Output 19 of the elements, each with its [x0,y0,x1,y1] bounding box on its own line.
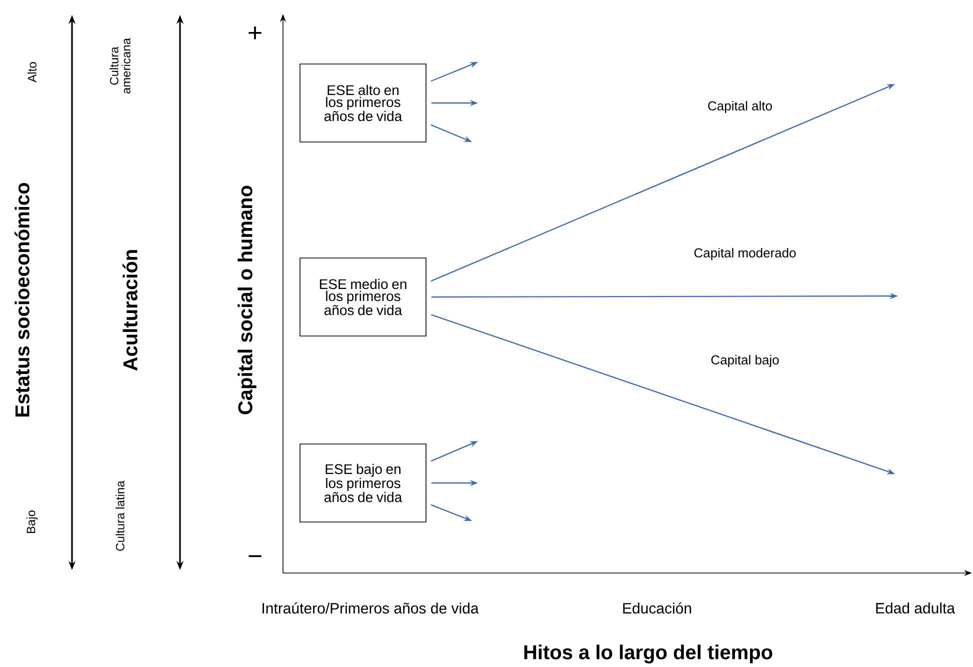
axis-end-label: − [248,555,262,558]
edge-label: Capital moderado [692,246,798,262]
text-box: ESE medio en los primeros años de vida [300,258,426,336]
axis-end-label: Bajo [26,510,38,534]
axis-title: Hitos a lo largo del tiempo [524,644,772,664]
axis-end-label: Alto [28,62,36,82]
axis-end-label: + [248,26,262,40]
axis-end-label: Cultura americana [110,38,130,94]
axis-tick-label: Edad adulta [876,602,956,614]
text-box: ESE alto en los primeros años de vida [300,64,426,142]
axis-title: Capital social o humano [238,186,256,414]
axis-title: Aculturación [122,250,138,371]
edge-label: Capital bajo [710,354,780,368]
axis-title: Estatus socioeconómico [14,183,30,416]
axis-tick-label: Educación [623,602,692,614]
axis-tick-label: Intraútero/Primeros años de vida [262,602,479,614]
edge-label: Capital alto [706,100,774,114]
axis-end-label: Cultura latina [116,480,124,551]
text-box: ESE bajo en los primeros años de vida [300,444,426,522]
